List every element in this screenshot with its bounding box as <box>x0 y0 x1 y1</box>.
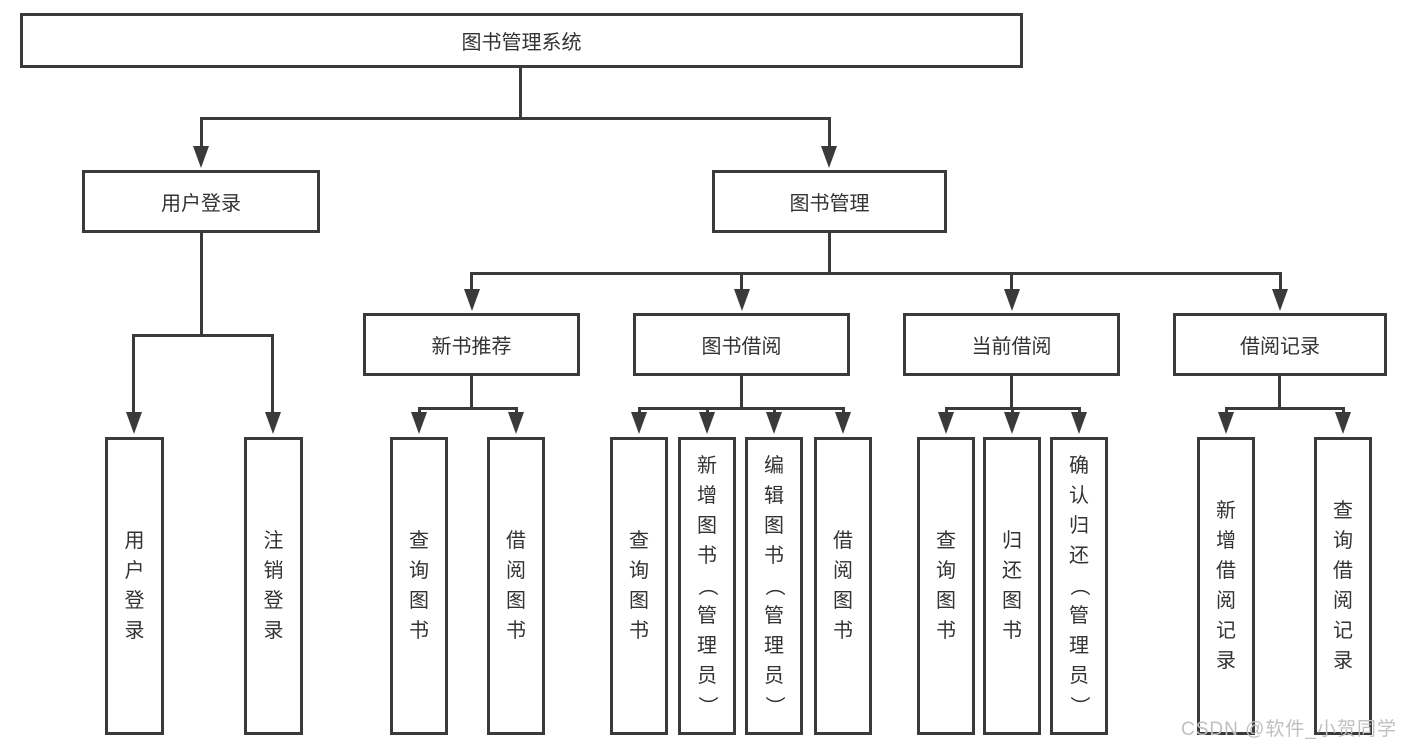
arrowhead-book-borrow-child-4 <box>835 412 851 434</box>
connector-new-book-drop-2 <box>515 407 518 413</box>
node-leaf-return-books-label: 归还图书 <box>1002 530 1022 642</box>
connector-book-mgmt-drop-1 <box>470 272 473 289</box>
arrowhead-borrow-records-child-2 <box>1335 412 1351 434</box>
node-leaf-query-borrow-record: 查询借阅记录 <box>1314 437 1372 735</box>
arrowhead-to-login <box>126 412 142 434</box>
node-borrowing-records: 借阅记录 <box>1173 313 1387 376</box>
arrowhead-to-logout <box>265 412 281 434</box>
connector-book-mgmt-drop-2 <box>740 272 743 289</box>
connector-borrow-records-drop-1 <box>1225 407 1228 413</box>
node-current-borrowing-label: 当前借阅 <box>971 336 1052 358</box>
node-leaf-query-books-1: 查询图书 <box>390 437 448 735</box>
node-leaf-query-books-2: 查询图书 <box>610 437 668 735</box>
arrowhead-borrow-records-child-1 <box>1218 412 1234 434</box>
node-leaf-query-books-3: 查询图书 <box>917 437 975 735</box>
node-book-borrowing: 图书借阅 <box>633 313 850 376</box>
node-leaf-query-books-2-label: 查询图书 <box>629 530 649 642</box>
connector-root-drop-right <box>828 117 831 148</box>
node-leaf-user-login: 用户登录 <box>105 437 164 735</box>
node-leaf-query-borrow-record-label: 查询借阅记录 <box>1333 500 1353 672</box>
node-leaf-user-login-label: 用户登录 <box>124 530 145 642</box>
connector-borrow-records-drop-2 <box>1342 407 1345 413</box>
connector-book-borrow-stem <box>740 376 743 409</box>
arrowhead-book-borrow-child-2 <box>699 412 715 434</box>
arrowhead-to-borrow-records <box>1272 289 1288 311</box>
connector-current-borrow-drop-1 <box>945 407 948 413</box>
node-user-login: 用户登录 <box>82 170 320 233</box>
connector-current-borrow-stem <box>1010 376 1013 409</box>
connector-book-mgmt-drop-4 <box>1279 272 1282 289</box>
node-leaf-return-books: 归还图书 <box>983 437 1041 735</box>
node-book-borrowing-label: 图书借阅 <box>701 336 782 358</box>
arrowhead-new-book-child-2 <box>508 412 524 434</box>
node-leaf-borrow-books-1-label: 借阅图书 <box>506 530 526 642</box>
node-leaf-add-books-admin: 新增图书（管理员） <box>678 437 736 735</box>
node-book-management-label: 图书管理 <box>789 193 870 215</box>
arrowhead-to-book-management <box>821 146 837 168</box>
connector-borrow-records-rail <box>1225 407 1344 410</box>
node-leaf-confirm-return-admin: 确认归还（管理员） <box>1050 437 1108 735</box>
node-leaf-add-books-admin-label: 新增图书（管理员） <box>696 455 718 716</box>
connector-new-book-stem <box>470 376 473 409</box>
connector-book-mgmt-drop-3 <box>1010 272 1013 289</box>
node-leaf-borrow-books-2: 借阅图书 <box>814 437 872 735</box>
connector-book-mgmt-rail <box>470 272 1282 275</box>
node-leaf-add-borrow-record-label: 新增借阅记录 <box>1216 500 1236 672</box>
node-leaf-borrow-books-2-label: 借阅图书 <box>833 530 853 642</box>
node-new-book-recommendation-label: 新书推荐 <box>431 336 512 358</box>
arrowhead-current-borrow-child-2 <box>1004 412 1020 434</box>
connector-book-borrow-drop-1 <box>638 407 641 413</box>
csdn-watermark: CSDN @软件_小贺同学 <box>1181 719 1397 740</box>
arrowhead-book-borrow-child-3 <box>766 412 782 434</box>
connector-book-borrow-drop-4 <box>842 407 845 413</box>
node-current-borrowing: 当前借阅 <box>903 313 1120 376</box>
connector-borrow-records-stem <box>1278 376 1281 409</box>
node-user-login-label: 用户登录 <box>161 193 241 215</box>
connector-book-borrow-drop-2 <box>706 407 709 413</box>
arrowhead-current-borrow-child-1 <box>938 412 954 434</box>
arrowhead-book-borrow-child-1 <box>631 412 647 434</box>
connector-user-login-rail <box>132 334 274 337</box>
node-leaf-logout-label: 注销登录 <box>263 530 284 642</box>
node-leaf-add-borrow-record: 新增借阅记录 <box>1197 437 1255 735</box>
node-library-management-system-label: 图书管理系统 <box>461 32 582 54</box>
connector-new-book-drop-1 <box>418 407 421 413</box>
connector-root-stem <box>519 68 522 118</box>
connector-book-borrow-drop-3 <box>773 407 776 413</box>
node-leaf-edit-books-admin: 编辑图书（管理员） <box>745 437 803 735</box>
connector-book-mgmt-stem <box>828 233 831 275</box>
connector-root-rail <box>200 117 831 120</box>
connector-current-borrow-drop-2 <box>1011 407 1014 413</box>
arrowhead-to-current-borrow <box>1004 289 1020 311</box>
connector-new-book-rail <box>418 407 518 410</box>
node-book-management: 图书管理 <box>712 170 947 233</box>
arrowhead-current-borrow-child-3 <box>1071 412 1087 434</box>
connector-current-borrow-drop-3 <box>1078 407 1081 413</box>
arrowhead-to-user-login <box>193 146 209 168</box>
connector-user-login-drop-1 <box>132 334 135 412</box>
arrowhead-new-book-child-1 <box>411 412 427 434</box>
connector-user-login-stem <box>200 233 203 335</box>
node-leaf-borrow-books-1: 借阅图书 <box>487 437 545 735</box>
node-leaf-confirm-return-admin-label: 确认归还（管理员） <box>1068 455 1090 716</box>
node-leaf-logout: 注销登录 <box>244 437 303 735</box>
node-leaf-query-books-3-label: 查询图书 <box>936 530 956 642</box>
node-library-management-system: 图书管理系统 <box>20 13 1023 68</box>
connector-user-login-drop-2 <box>271 334 274 412</box>
node-leaf-edit-books-admin-label: 编辑图书（管理员） <box>763 455 785 716</box>
connector-book-borrow-rail <box>638 407 844 410</box>
node-leaf-query-books-1-label: 查询图书 <box>409 530 429 642</box>
arrowhead-to-book-borrow <box>734 289 750 311</box>
connector-root-drop-left <box>200 117 203 148</box>
node-borrowing-records-label: 借阅记录 <box>1240 336 1320 358</box>
node-new-book-recommendation: 新书推荐 <box>363 313 580 376</box>
arrowhead-to-new-book <box>464 289 480 311</box>
